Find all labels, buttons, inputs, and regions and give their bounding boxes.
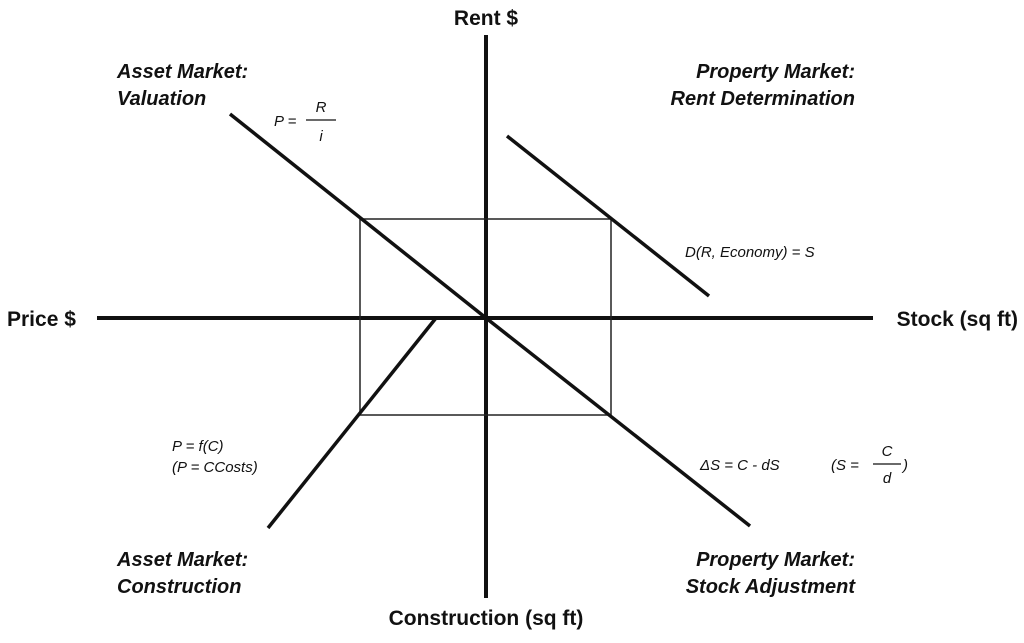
demand-equation: D(R, Economy) = S — [685, 244, 815, 261]
axis-label-rent: Rent $ — [454, 7, 519, 30]
equilibrium-rectangle — [359, 218, 612, 416]
valuation-eq-lhs: P = — [274, 113, 297, 130]
stock-adjustment-eq-paren-close: ) — [901, 457, 908, 474]
stock-adjustment-eq-paren-open: (S = — [831, 457, 859, 474]
quadrant-title-bottom-right-1: Property Market: — [696, 549, 855, 571]
quadrant-title-top-left-2: Valuation — [117, 88, 206, 110]
stock-adjustment-eq-denominator: d — [883, 470, 892, 487]
quadrant-title-top-right-1: Property Market: — [696, 61, 855, 83]
quadrant-title-top-right-2: Rent Determination — [671, 88, 855, 110]
valuation-eq-numerator: R — [316, 99, 327, 116]
construction-line — [266, 316, 438, 530]
axis-label-stock: Stock (sq ft) — [897, 308, 1018, 331]
demand-line — [505, 134, 711, 298]
construction-eq-line2: (P = CCosts) — [172, 459, 258, 476]
valuation-eq-denominator: i — [319, 128, 323, 145]
axis-label-price: Price $ — [7, 308, 76, 331]
quadrant-title-bottom-left-1: Asset Market: — [116, 549, 248, 571]
stock-adjustment-eq-main: ΔS = C - dS — [699, 457, 780, 474]
construction-eq-line1: P = f(C) — [172, 438, 224, 455]
quadrant-title-top-left-1: Asset Market: — [116, 61, 248, 83]
quadrant-title-bottom-right-2: Stock Adjustment — [686, 576, 857, 598]
quadrant-title-bottom-left-2: Construction — [117, 576, 241, 598]
valuation-line — [228, 112, 488, 320]
stock-adjustment-line — [484, 316, 752, 528]
stock-adjustment-eq-numerator: C — [882, 443, 893, 460]
axis-label-construction: Construction (sq ft) — [389, 607, 584, 630]
